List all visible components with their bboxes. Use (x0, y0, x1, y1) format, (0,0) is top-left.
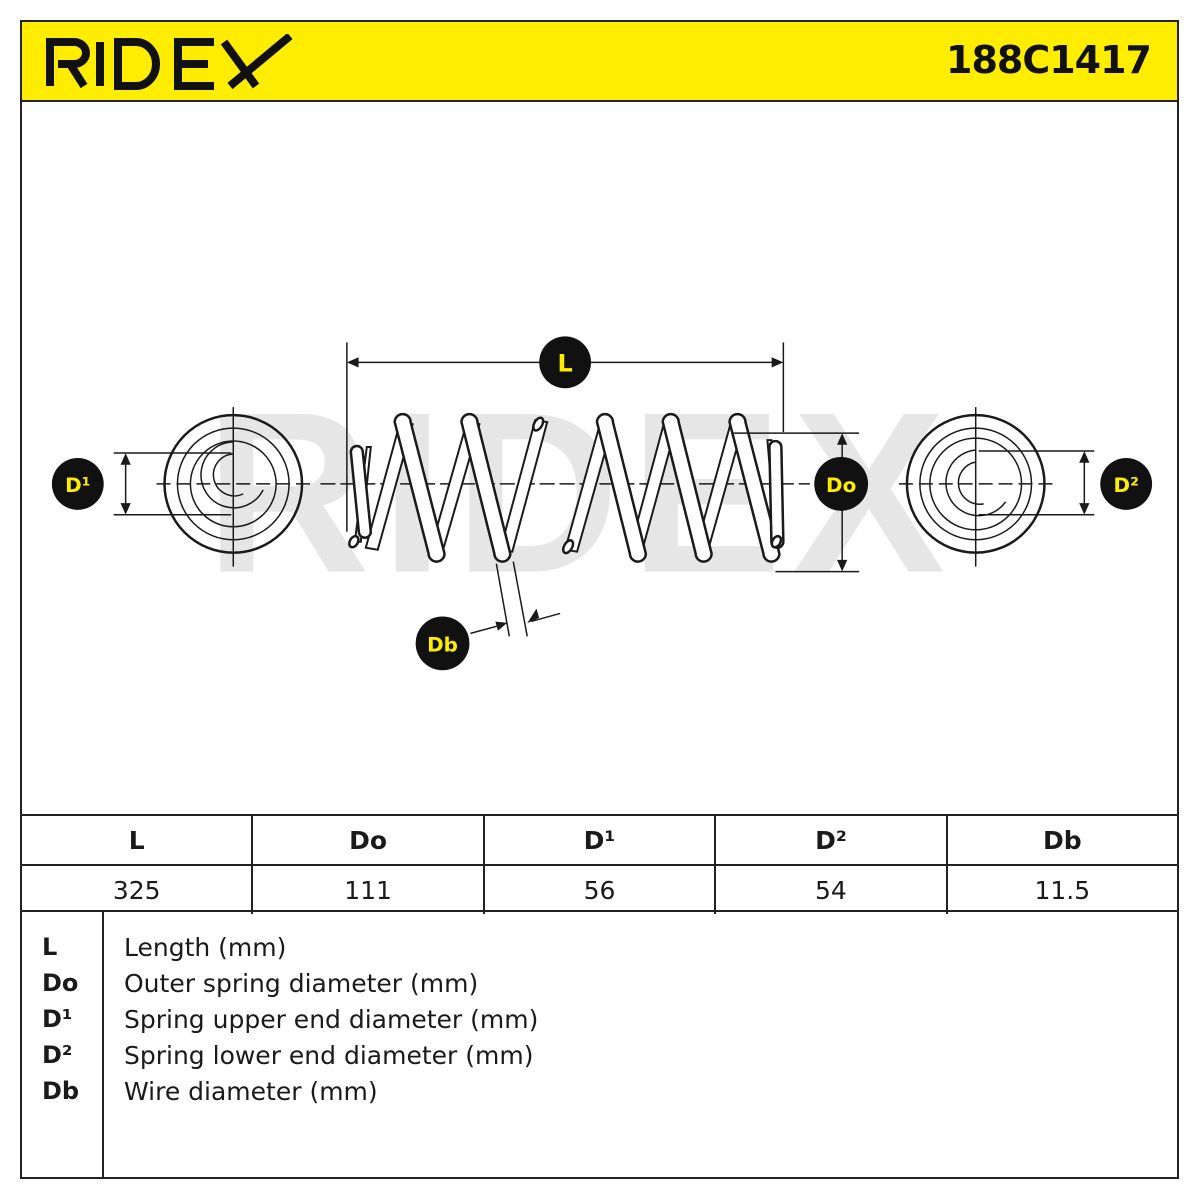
value-l: 325 (22, 866, 254, 914)
lower-end-view (898, 407, 1054, 567)
callout-do: Do (814, 457, 869, 511)
legend-key: Db (42, 1077, 80, 1105)
callout-do-label: Do (826, 474, 856, 497)
legend-key: D¹ (42, 1005, 73, 1033)
legend-item: Do Outer spring diameter (mm) (22, 965, 478, 1001)
legend-key: L (42, 933, 58, 961)
spec-table-header-row: L Do D¹ D² Db (22, 816, 1177, 866)
value-do: 111 (253, 866, 485, 914)
legend-desc: Length (mm) (124, 932, 287, 962)
legend-key: D² (42, 1041, 73, 1069)
header-l: L (22, 816, 254, 864)
legend-desc: Spring upper end diameter (mm) (124, 1004, 539, 1034)
d1-dimension (113, 452, 232, 516)
header-db: Db (1043, 825, 1082, 855)
header-d2: D² (716, 816, 948, 864)
value-db: 11.5 (1034, 875, 1091, 905)
value-d1: 56 (485, 866, 717, 914)
ridex-logo-graphic (46, 32, 293, 90)
legend-item: L Length (mm) (22, 929, 286, 965)
callout-d2-label: D² (1114, 474, 1139, 497)
db-dimension (470, 561, 561, 637)
callout-db: Db (415, 616, 470, 671)
callout-l: L (539, 336, 592, 389)
legend-desc: Outer spring diameter (mm) (124, 968, 479, 998)
spring-drawing: RIDEX (22, 102, 1177, 814)
upper-end-view (156, 407, 311, 567)
callout-d2: D² (1100, 458, 1153, 510)
callout-l-label: L (558, 349, 573, 377)
spec-table: L Do D¹ D² Db 325 111 56 54 11.5 (22, 814, 1177, 914)
legend: L Length (mm) Do Outer spring diameter (… (22, 912, 1177, 1179)
spring-drawing-svg: RIDEX (51, 336, 1153, 671)
header-do: Do (253, 816, 485, 864)
legend-desc: Wire diameter (mm) (124, 1076, 378, 1106)
callout-d1: D¹ (51, 458, 104, 510)
legend-desc: Spring lower end diameter (mm) (124, 1040, 534, 1070)
d2-dimension (978, 450, 1095, 516)
value-d2: 54 (716, 866, 948, 914)
part-number: 188C1417 (946, 38, 1152, 82)
legend-divider (102, 912, 104, 1179)
spec-table-value-row: 325 111 56 54 11.5 (22, 866, 1177, 914)
legend-item: D¹ Spring upper end diameter (mm) (22, 1001, 538, 1037)
header-d1: D¹ (485, 816, 717, 864)
legend-key: Do (42, 969, 79, 997)
callout-db-label: Db (427, 633, 458, 656)
legend-item: Db Wire diameter (mm) (22, 1073, 378, 1109)
spec-sheet: 188C1417 RIDEX (20, 20, 1179, 1179)
header-bar: 188C1417 (22, 22, 1177, 102)
ridex-logo (44, 32, 294, 90)
legend-item: D² Spring lower end diameter (mm) (22, 1037, 533, 1073)
spring-coils (320, 412, 811, 563)
callout-d1-label: D¹ (65, 474, 90, 497)
